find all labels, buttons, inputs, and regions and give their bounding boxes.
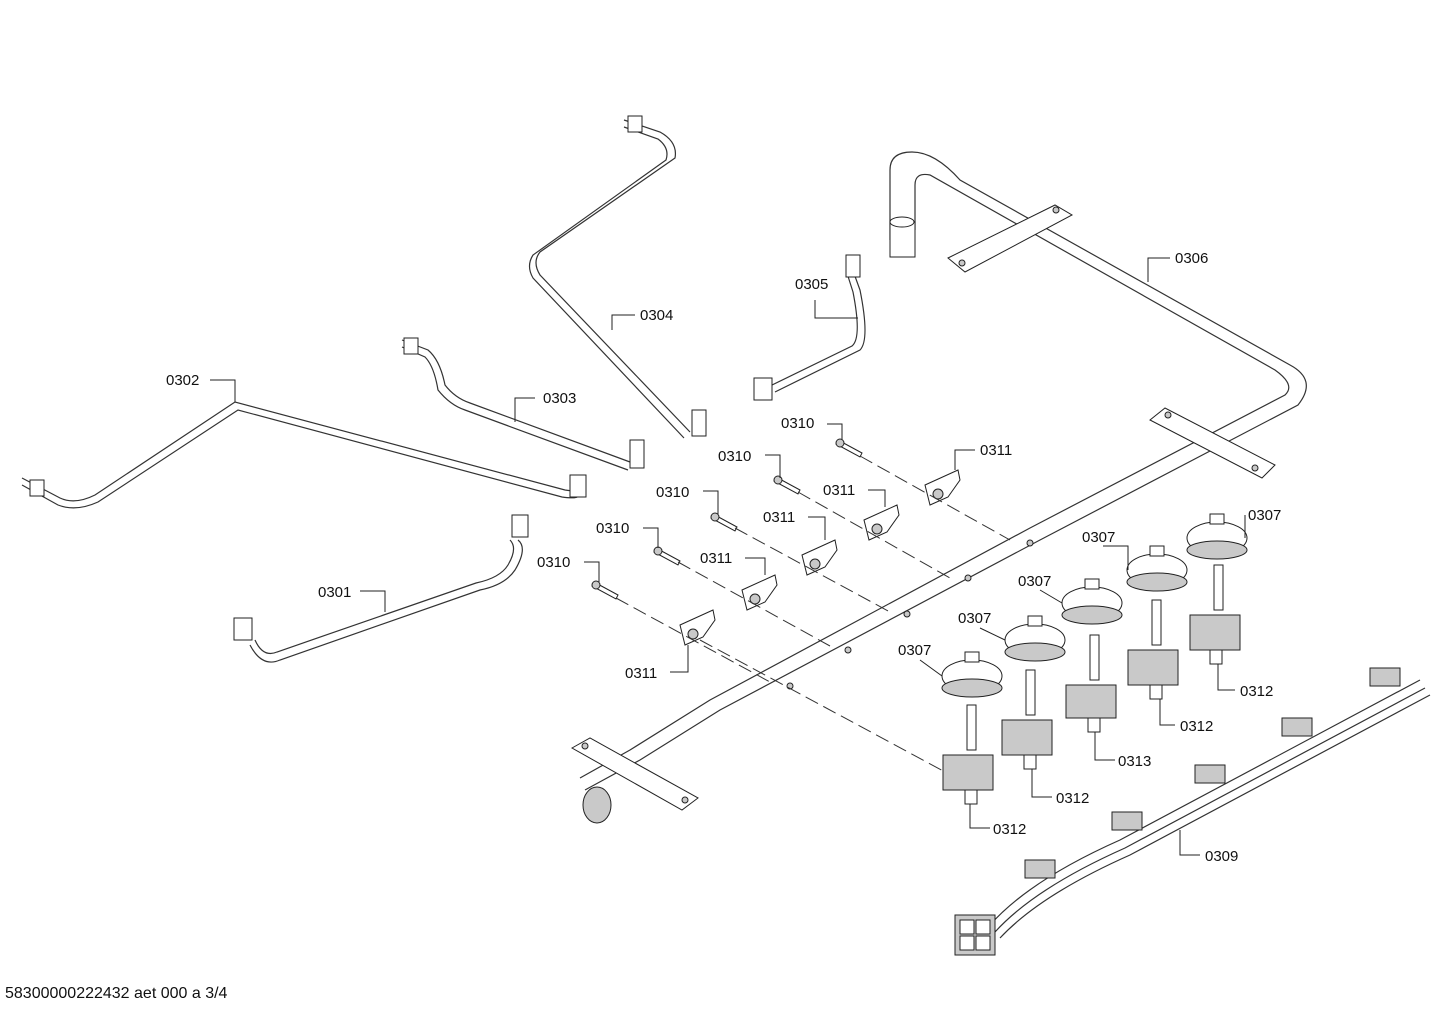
label-0305: 0305 <box>795 276 828 293</box>
label-0307: 0307 <box>958 610 991 627</box>
label-0310: 0310 <box>537 554 570 571</box>
label-0307: 0307 <box>1018 573 1051 590</box>
gas-tube-0303 <box>401 337 645 471</box>
clip <box>863 504 900 541</box>
gas-valve <box>1065 634 1117 733</box>
label-0311: 0311 <box>980 442 1012 459</box>
label-0311: 0311 <box>625 665 657 682</box>
label-0310: 0310 <box>718 448 751 465</box>
assembly-lines <box>615 455 1011 781</box>
control-knob <box>1004 615 1066 662</box>
label-0313: 0313 <box>1118 753 1151 770</box>
clip <box>741 574 778 611</box>
screw <box>773 475 801 495</box>
label-0307: 0307 <box>1082 529 1115 546</box>
label-0303: 0303 <box>543 390 576 407</box>
label-0304: 0304 <box>640 307 673 324</box>
mounting-bracket-right <box>1149 407 1276 479</box>
gas-valve <box>1001 669 1053 770</box>
control-knob <box>1126 545 1188 592</box>
control-knob <box>941 651 1003 698</box>
label-0312: 0312 <box>1180 718 1213 735</box>
gas-valve <box>1189 564 1241 665</box>
control-knob <box>1186 513 1248 560</box>
label-0306: 0306 <box>1175 250 1208 267</box>
gas-tube-0301 <box>233 514 529 663</box>
label-0311: 0311 <box>823 482 855 499</box>
clip <box>924 469 961 506</box>
label-0310: 0310 <box>781 415 814 432</box>
screw <box>835 438 863 458</box>
label-0309: 0309 <box>1205 848 1238 865</box>
gas-tube-0304 <box>528 115 707 439</box>
control-knob <box>1061 578 1123 625</box>
clip <box>679 609 716 646</box>
label-0302: 0302 <box>166 372 199 389</box>
gas-manifold-pipe <box>579 151 1307 824</box>
label-0310: 0310 <box>596 520 629 537</box>
gas-valve <box>942 704 994 805</box>
gas-tube-0305 <box>753 254 866 401</box>
gas-valve <box>1127 599 1179 700</box>
label-0301: 0301 <box>318 584 351 601</box>
screw <box>710 512 738 532</box>
label-0311: 0311 <box>763 509 795 526</box>
leader-lines <box>210 257 1246 856</box>
label-0312: 0312 <box>1056 790 1089 807</box>
gas-tube-0302 <box>21 401 587 509</box>
label-0312: 0312 <box>1240 683 1273 700</box>
label-0311: 0311 <box>700 550 732 567</box>
screw <box>591 580 619 600</box>
label-0310: 0310 <box>656 484 689 501</box>
mounting-bracket-top <box>947 204 1074 273</box>
clip <box>801 539 838 576</box>
label-0312: 0312 <box>993 821 1026 838</box>
label-0307: 0307 <box>898 642 931 659</box>
document-id: 58300000222432 aet 000 a 3/4 <box>5 985 228 1002</box>
wiring-harness <box>954 667 1431 956</box>
label-0307: 0307 <box>1248 507 1281 524</box>
mounting-bracket-bottom <box>570 737 699 811</box>
screw <box>653 546 681 566</box>
